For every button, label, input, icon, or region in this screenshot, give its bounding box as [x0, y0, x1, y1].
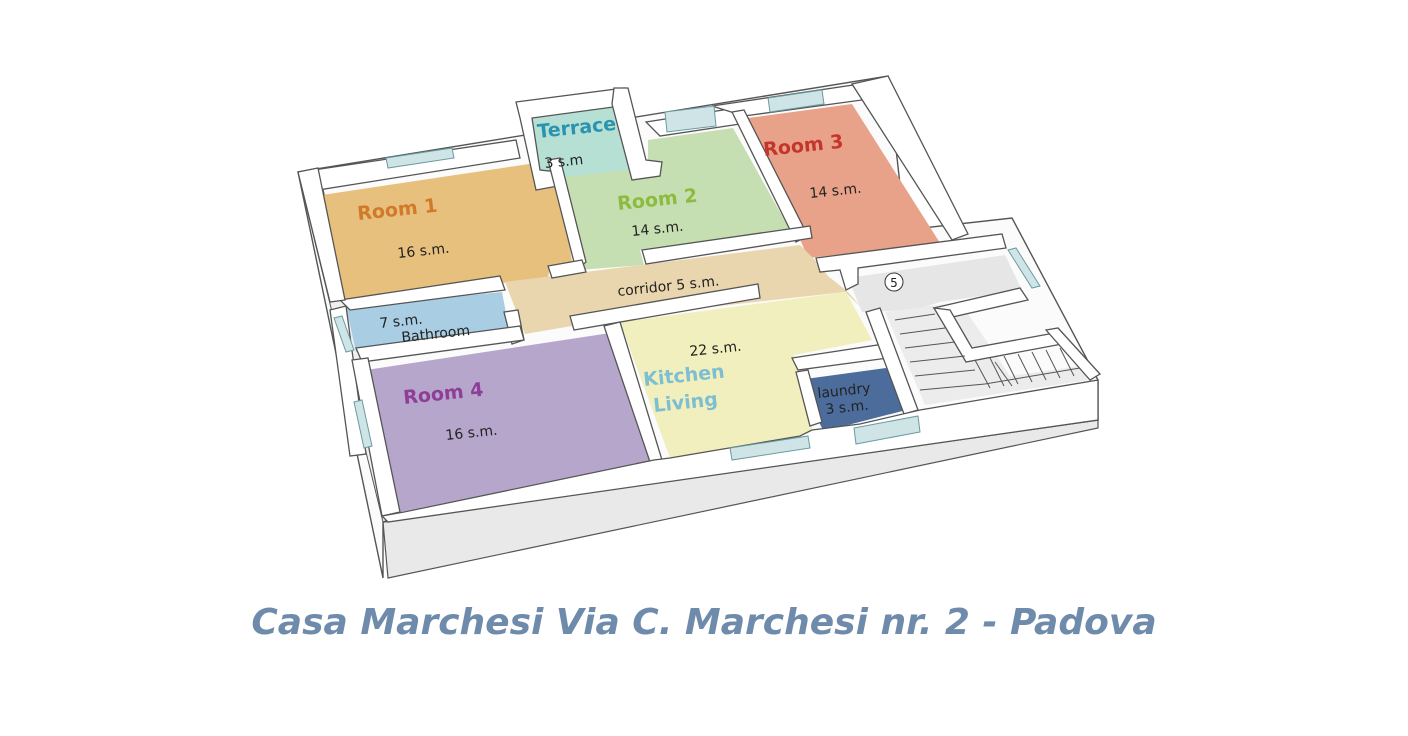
room2-area: 14 s.m.: [631, 219, 684, 240]
windows: [333, 89, 1041, 461]
corridor-label: corridor 5 s.m.: [617, 273, 720, 300]
laundry-name: laundry: [817, 381, 872, 402]
room1-area: 16 s.m.: [397, 241, 450, 262]
laundry-area: 3 s.m.: [825, 398, 870, 418]
bathroom-area: 7 s.m.: [379, 312, 424, 332]
laundry-floor: [798, 368, 914, 430]
stair-marker-label: 5: [890, 276, 898, 290]
bathroom-name: Bathroom: [401, 323, 471, 346]
kitchen-area: 22 s.m.: [689, 339, 742, 360]
room3-area: 14 s.m.: [809, 181, 862, 202]
window-bathroom: [333, 315, 355, 353]
window-room3: [767, 89, 825, 113]
window-room1: [385, 147, 455, 169]
window-room2: [664, 105, 717, 133]
stair-landing-floor: [848, 255, 1022, 312]
room4-floor: [366, 333, 654, 512]
window-laundry: [853, 415, 921, 445]
room4-area: 16 s.m.: [445, 423, 498, 444]
window-stairs: [1007, 247, 1041, 289]
staircase: [894, 313, 1081, 391]
window-kitchen: [729, 435, 811, 461]
terrace-area: 3 s.m: [544, 152, 584, 172]
plan-caption: Casa Marchesi Via C. Marchesi nr. 2 - Pa…: [251, 602, 1157, 643]
window-room4: [353, 399, 373, 449]
room2-floor: [556, 128, 790, 270]
stair-marker-circle: [884, 272, 904, 292]
room1-floor: [322, 160, 573, 300]
